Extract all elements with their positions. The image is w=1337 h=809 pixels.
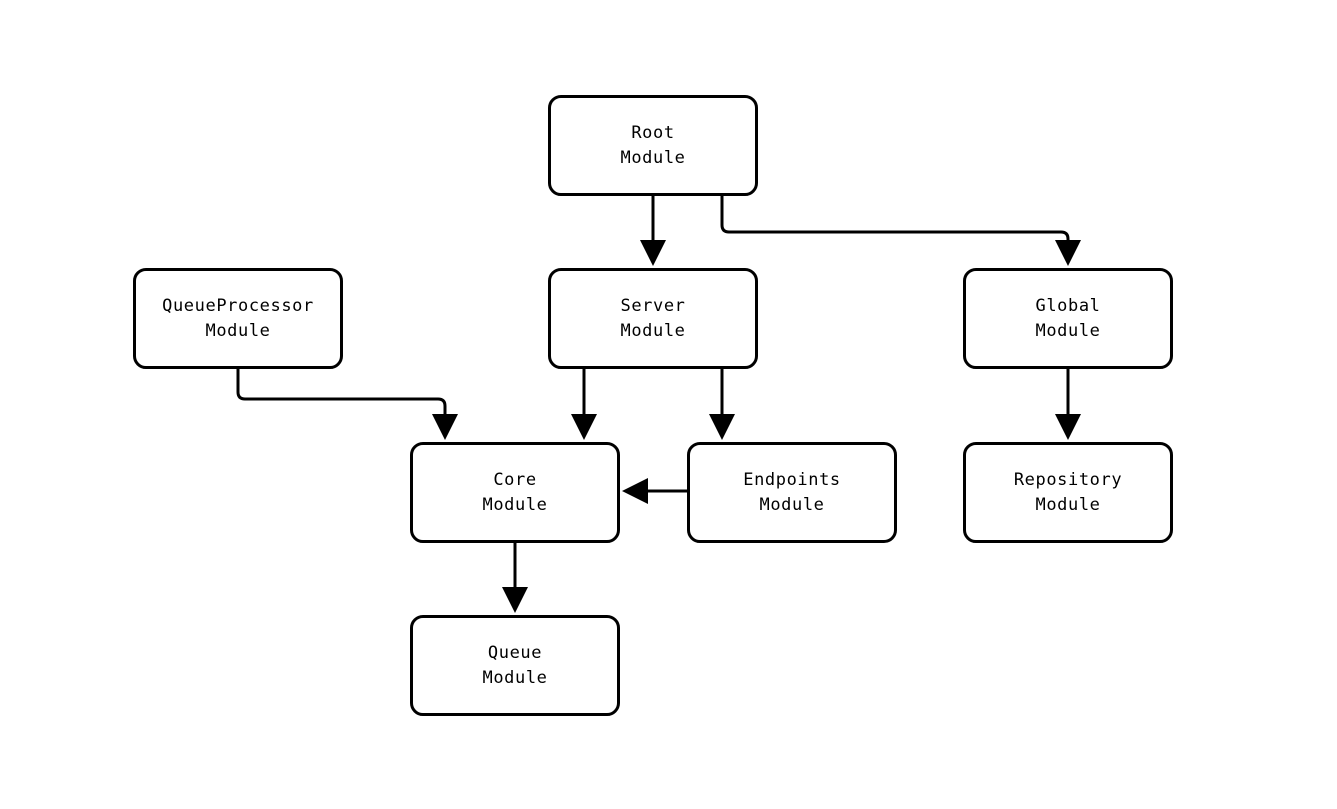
node-root-line1: Root	[631, 122, 675, 143]
edge-endpoints-core	[622, 478, 687, 504]
edge-core-queue	[502, 543, 528, 613]
node-root[interactable]: Root Module	[548, 95, 758, 196]
node-queueprocessor-line1: QueueProcessor	[162, 295, 314, 316]
node-global-line2: Module	[1035, 320, 1101, 341]
node-server-line2: Module	[620, 320, 686, 341]
edge-root-global	[720, 196, 1081, 266]
node-endpoints-line1: Endpoints	[743, 469, 841, 490]
node-queue-line2: Module	[482, 667, 548, 688]
node-repository-line2: Module	[1035, 494, 1101, 515]
edge-queueprocessor-core	[236, 369, 458, 440]
node-endpoints-line2: Module	[759, 494, 825, 515]
node-queueprocessor[interactable]: QueueProcessor Module	[133, 268, 343, 369]
edge-global-repository	[1055, 369, 1081, 440]
node-repository-line1: Repository	[1013, 469, 1123, 490]
node-global[interactable]: Global Module	[963, 268, 1173, 369]
node-repository[interactable]: Repository Module	[963, 442, 1173, 543]
node-endpoints[interactable]: Endpoints Module	[687, 442, 897, 543]
node-server[interactable]: Server Module	[548, 268, 758, 369]
edge-root-server	[640, 196, 666, 266]
node-queue-line1: Queue	[487, 642, 543, 663]
node-queueprocessor-line2: Module	[205, 320, 271, 341]
node-core-line2: Module	[482, 494, 548, 515]
node-server-line1: Server	[620, 295, 686, 316]
node-root-line2: Module	[620, 147, 686, 168]
edge-server-endpoints	[709, 369, 735, 440]
node-queue[interactable]: Queue Module	[410, 615, 620, 716]
node-global-line1: Global	[1035, 295, 1101, 316]
node-core[interactable]: Core Module	[410, 442, 620, 543]
node-core-line1: Core	[493, 469, 537, 490]
edge-server-core	[571, 369, 597, 440]
